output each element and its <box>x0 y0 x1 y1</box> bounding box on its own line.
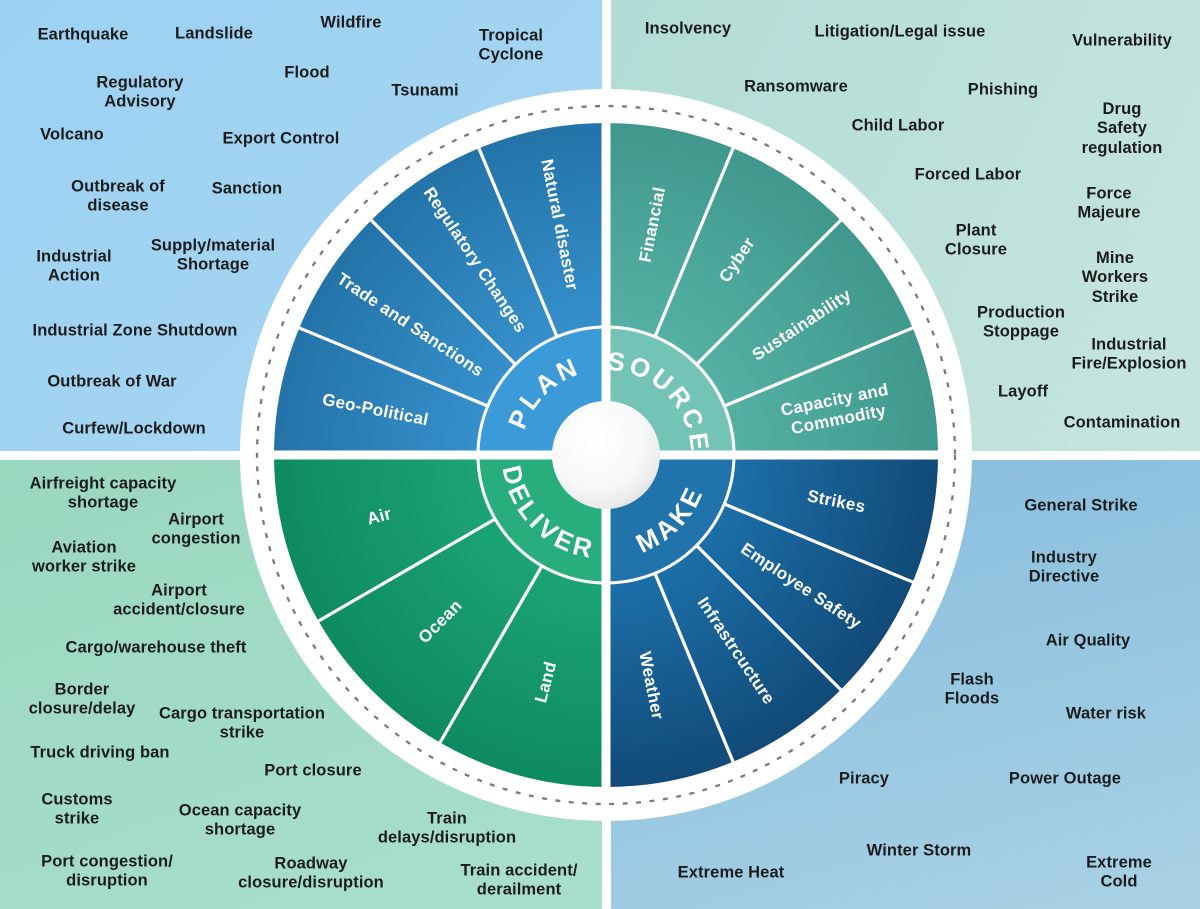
risk-label-vulnerability: Vulnerability <box>1072 31 1172 50</box>
risk-label-outbreak-of-war: Outbreak of War <box>47 372 177 391</box>
wedge-divider <box>316 517 496 623</box>
dashed-circle <box>255 104 957 806</box>
risk-label-roadway-closure-disruption: Roadway closure/disruption <box>238 854 384 892</box>
risk-label-port-closure: Port closure <box>264 761 362 780</box>
wedge-divider <box>297 326 489 408</box>
risk-label-tropical-cyclone: Tropical Cyclone <box>478 26 544 64</box>
risk-label-industry-directive: Industry Directive <box>1028 548 1100 586</box>
risk-label-volcano: Volcano <box>40 125 104 144</box>
risk-label-forced-labor: Forced Labor <box>914 165 1022 184</box>
risk-label-power-outage: Power Outage <box>1008 769 1122 788</box>
risk-label-water-risk: Water risk <box>1065 704 1147 723</box>
risk-label-ocean-capacity-shortage: Ocean capacity shortage <box>178 801 302 839</box>
risk-label-supply-material-shortage: Supply/material Shortage <box>150 236 276 274</box>
risk-label-outbreak-of-disease: Outbreak of disease <box>71 177 165 215</box>
risk-label-flash-floods: Flash Floods <box>944 670 1000 708</box>
risk-label-curfew-lockdown: Curfew/Lockdown <box>62 419 206 438</box>
risk-label-export-control: Export Control <box>222 129 340 148</box>
risk-label-child-labor: Child Labor <box>851 116 945 135</box>
risk-label-airport-congestion: Airport congestion <box>151 510 241 548</box>
wedge-divider <box>723 502 915 584</box>
risk-label-border-closure-delay: Border closure/delay <box>28 680 136 718</box>
risk-label-cargo-warehouse-theft: Cargo/warehouse theft <box>65 638 247 657</box>
wheel-center <box>552 401 660 509</box>
wedge-divider <box>653 146 735 338</box>
risk-label-layoff: Layoff <box>997 382 1049 401</box>
risk-label-sanction: Sanction <box>211 179 283 198</box>
risk-label-train-delays-disruption: Train delays/disruption <box>377 809 517 847</box>
risk-label-wildfire: Wildfire <box>320 13 382 32</box>
risk-label-phishing: Phishing <box>967 80 1039 99</box>
wedge-divider <box>723 326 915 408</box>
risk-label-production-stoppage: Production Stoppage <box>976 303 1066 341</box>
risk-label-customs-strike: Customs strike <box>41 790 113 828</box>
risk-label-force-majeure: Force Majeure <box>1077 184 1141 222</box>
wedge-divider <box>653 572 735 764</box>
inner-ring-source <box>606 325 736 455</box>
risk-label-piracy: Piracy <box>838 769 890 788</box>
wedge-divider <box>477 146 559 338</box>
risk-label-industrial-fire-explosion: Industrial Fire/Explosion <box>1071 335 1187 373</box>
risk-label-landslide: Landslide <box>175 24 253 43</box>
risk-label-airport-accident-closure: Airport accident/closure <box>113 581 245 619</box>
risk-label-airfreight-capacity-shortage: Airfreight capacity shortage <box>29 474 177 512</box>
inner-ring-deliver <box>476 455 606 585</box>
risk-label-extreme-cold: Extreme Cold <box>1086 853 1152 891</box>
risk-label-winter-storm: Winter Storm <box>866 841 972 860</box>
risk-label-ransomware: Ransomware <box>744 77 848 96</box>
wheel-quadrant-source: Capacity andCommoditySustainabilityCyber… <box>606 122 939 455</box>
risk-label-cargo-transportation-strike: Cargo transportation strike <box>158 704 326 742</box>
risk-label-regulatory-advisory: Regulatory Advisory <box>96 73 184 111</box>
wedge-ring-deliver <box>273 455 606 788</box>
risk-label-tsunami: Tsunami <box>391 81 459 100</box>
risk-label-train-accident-derailment: Train accident/ derailment <box>460 861 578 899</box>
risk-label-insolvency: Insolvency <box>644 19 732 38</box>
risk-label-general-strike: General Strike <box>1024 496 1138 515</box>
risk-label-drug-safety-regulation: Drug Safety regulation <box>1081 100 1163 157</box>
risk-label-mine-workers-strike: Mine Workers Strike <box>1081 249 1149 306</box>
wedge-divider <box>369 218 517 366</box>
wedge-divider <box>695 218 843 366</box>
inner-ring-plan <box>476 325 606 455</box>
risk-label-air-quality: Air Quality <box>1045 631 1131 650</box>
risk-label-industrial-action: Industrial Action <box>36 247 112 285</box>
risk-label-industrial-zone-shutdown: Industrial Zone Shutdown <box>32 321 238 340</box>
risk-label-truck-driving-ban: Truck driving ban <box>30 743 170 762</box>
inner-ring-make <box>606 455 736 585</box>
risk-label-litigation-legal-issue: Litigation/Legal issue <box>814 22 986 41</box>
risk-label-plant-closure: Plant Closure <box>944 221 1008 259</box>
risk-label-earthquake: Earthquake <box>37 25 129 44</box>
risk-label-contamination: Contamination <box>1063 413 1181 432</box>
wedge-divider <box>438 565 544 745</box>
risk-label-extreme-heat: Extreme Heat <box>677 863 785 882</box>
risk-label-aviation-worker-strike: Aviation worker strike <box>31 538 137 576</box>
wedge-divider <box>695 544 843 692</box>
risk-label-flood: Flood <box>284 63 330 82</box>
risk-label-port-congestion-disruption: Port congestion/ disruption <box>41 852 173 890</box>
